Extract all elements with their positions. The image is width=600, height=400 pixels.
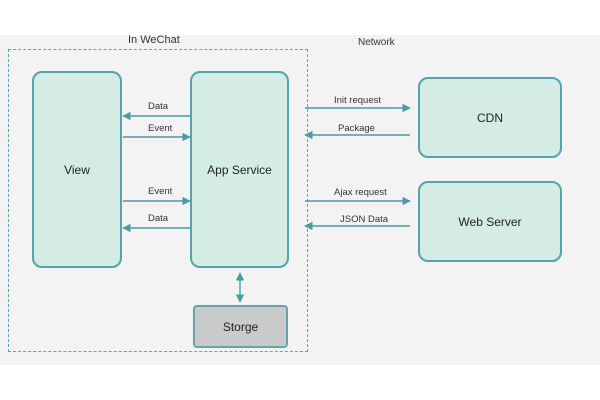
in-wechat-label: In WeChat (128, 34, 180, 46)
cdn-node: CDN (418, 77, 562, 158)
edge-label-init-request: Init request (334, 95, 381, 106)
edge-label-package: Package (338, 123, 375, 134)
edge-label-ajax-request: Ajax request (334, 187, 387, 198)
network-label: Network (358, 37, 395, 48)
view-node: View (32, 71, 122, 268)
edge-label-event-bottom: Event (148, 186, 173, 197)
edge-label-data-bottom: Data (148, 213, 169, 224)
web-server-node: Web Server (418, 181, 562, 262)
edge-label-data-top: Data (148, 101, 169, 112)
storage-node: Storge (193, 305, 288, 348)
app-service-node: App Service (190, 71, 289, 268)
edge-label-json-data: JSON Data (340, 214, 389, 225)
edge-label-event-top: Event (148, 123, 173, 134)
